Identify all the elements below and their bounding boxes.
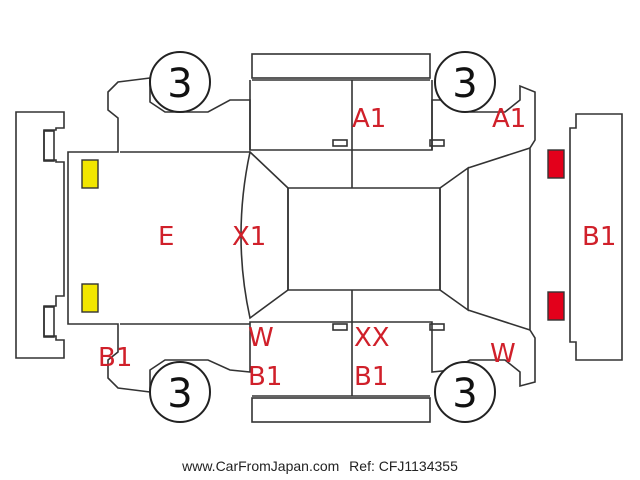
tire-front-left: 3: [149, 51, 211, 113]
tire-front-right: 3: [149, 361, 211, 423]
footer-site: www.CarFromJapan.com: [182, 458, 340, 474]
rear-window: [439, 166, 469, 312]
front-right-light: [81, 283, 99, 313]
mark-roof-right-a1: A1: [492, 104, 526, 134]
front-bumper: [15, 111, 65, 359]
tire-rear-left: 3: [434, 51, 496, 113]
mark-front-bumper-b1: B1: [98, 343, 132, 373]
mark-left-side-w: W: [248, 323, 274, 353]
footer: www.CarFromJapan.com Ref: CFJ1134355: [0, 458, 640, 474]
left-sill: [251, 53, 431, 79]
tire-front-right-rating: 3: [167, 371, 192, 417]
rear-bumper: [569, 113, 623, 361]
right-sill: [251, 397, 431, 423]
windshield: [240, 150, 289, 320]
mark-rear-left-w: W: [490, 339, 516, 369]
mark-left-door-xx: XX: [354, 323, 390, 353]
tire-front-left-rating: 3: [167, 61, 192, 107]
rear-left-light: [547, 149, 565, 179]
mark-left-side-b1: B1: [248, 362, 282, 392]
footer-ref: Ref: CFJ1134355: [349, 458, 458, 474]
roof-panel: [287, 187, 441, 291]
tire-rear-right: 3: [434, 361, 496, 423]
mark-hood-e: E: [158, 222, 174, 252]
car-body: [67, 77, 536, 393]
front-left-light: [81, 159, 99, 189]
mark-rear-b1: B1: [582, 222, 616, 252]
rear-right-light: [547, 291, 565, 321]
mark-windshield-x1: X1: [232, 222, 266, 252]
mark-left-door-b1: B1: [354, 362, 388, 392]
tire-rear-left-rating: 3: [452, 61, 477, 107]
tire-rear-right-rating: 3: [452, 371, 477, 417]
mark-roof-left-a1: A1: [352, 104, 386, 134]
